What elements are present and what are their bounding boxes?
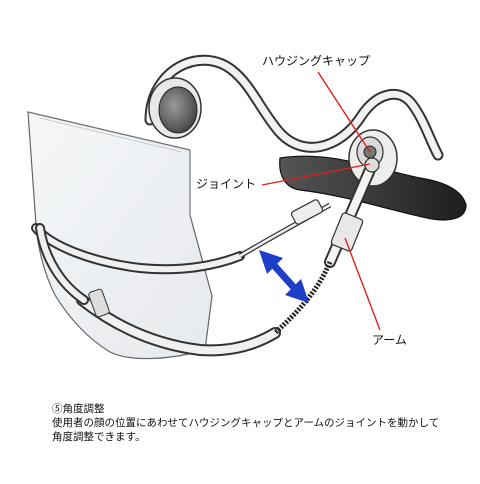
headband: [144, 54, 444, 161]
caption-line-2: 角度調整できます。: [52, 431, 146, 443]
caption: ⑤角度調整 使用者の顔の位置にあわせてハウジングキャップとアームのジョイントを動…: [52, 402, 472, 444]
callout-line-joint: [261, 163, 371, 186]
caption-line-1: 使用者の顔の位置にあわせてハウジングキャップとアームのジョイントを動かして: [52, 417, 440, 429]
callout-line-arm: [344, 237, 381, 331]
joint-label: ジョイント: [196, 177, 257, 191]
arm-label: アーム: [372, 333, 407, 347]
housing-cap-label: ハウジングキャップ: [262, 54, 371, 68]
shield-frame: [31, 223, 281, 357]
left-housing: [148, 77, 202, 139]
double-headed-arrow-icon: [259, 250, 309, 303]
caption-heading: ⑤角度調整: [52, 403, 105, 415]
arm: [238, 157, 380, 335]
callout-lines: [261, 71, 381, 331]
callout-line-housing-cap: [317, 71, 371, 153]
